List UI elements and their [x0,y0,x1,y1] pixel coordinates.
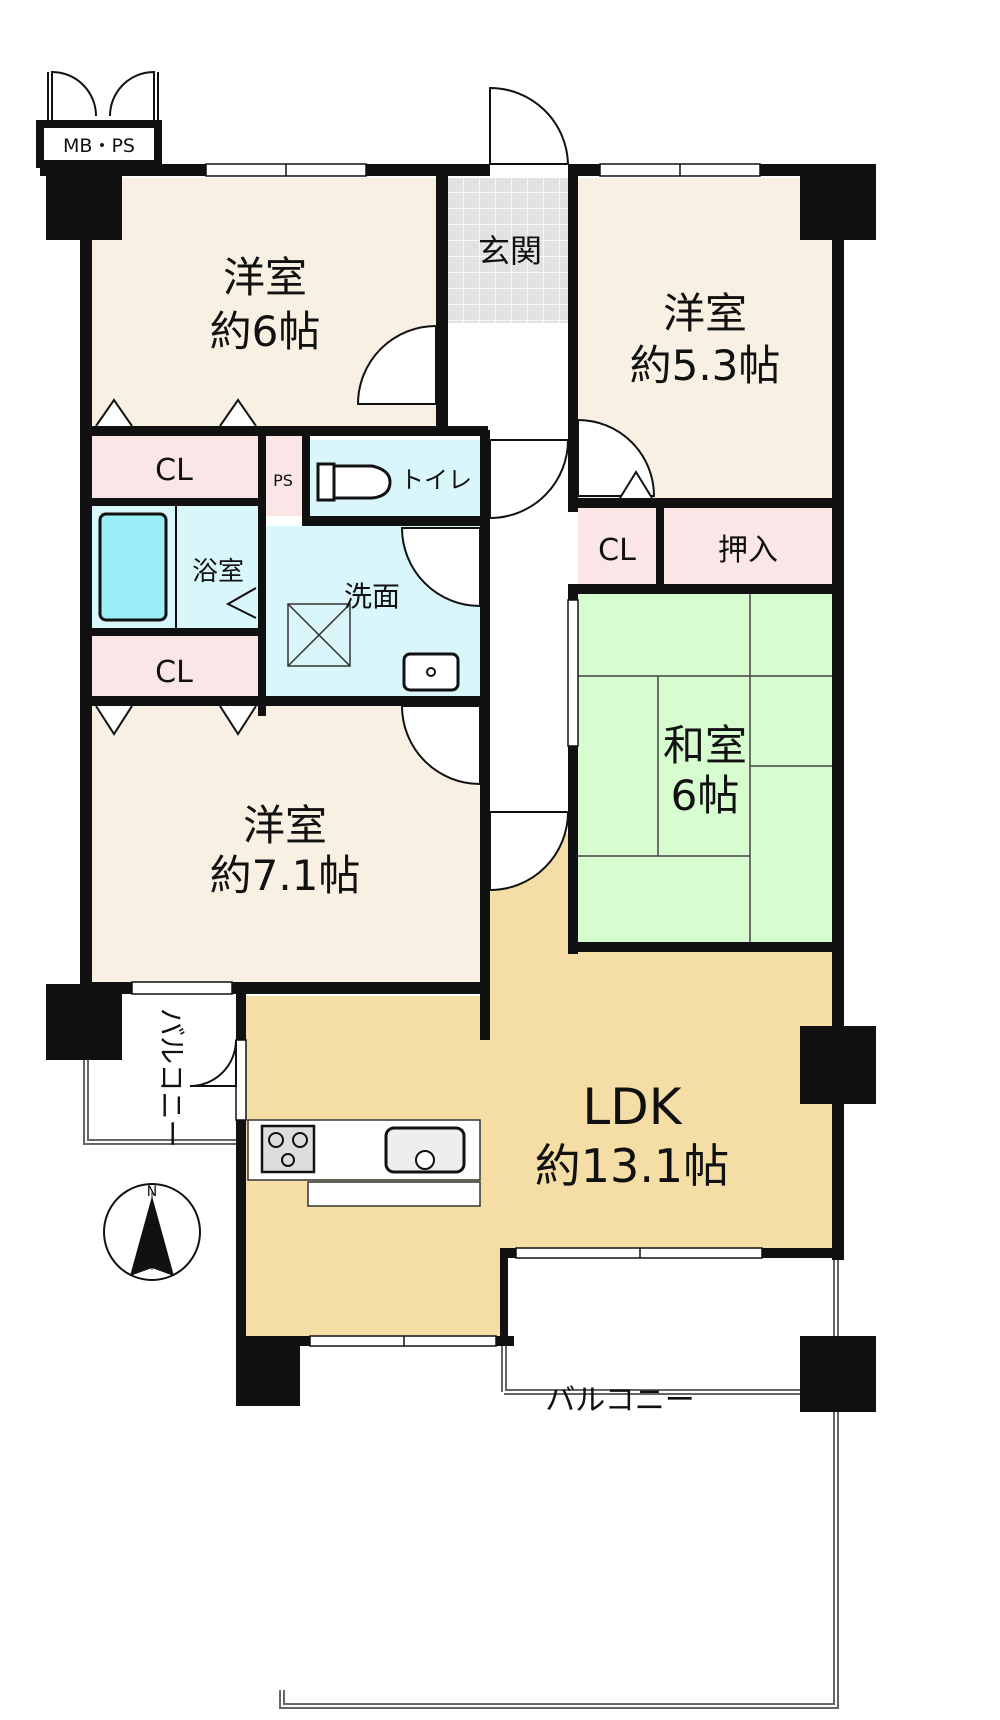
room-western-1-name: 洋室 [223,253,307,302]
bath-label: 浴室 [192,557,244,587]
toilet-icon [316,462,392,502]
closet-1-fill [92,432,260,498]
balcony-main-label: バルコニー [545,1383,694,1418]
toilet-label: トイレ [400,466,472,494]
ps-label: PS [273,471,293,490]
laundry-pan [287,603,351,667]
bath-door-mark [225,587,257,619]
stove-icon [260,1124,316,1174]
windows [131,163,763,1347]
closet-2-fill [92,636,258,696]
closet-2-label: CL [155,655,193,690]
oshiire-label: 押入 [718,533,778,568]
entrance-label: 玄関 [478,232,542,270]
entrance-fill [447,178,572,323]
oshiire-fill [664,508,832,584]
ldk-fill [246,830,832,1336]
ldk-size: 約13.1帖 [535,1139,729,1193]
north-arrow-icon: N [103,1183,201,1281]
compass-label: N [147,1184,157,1200]
room-western-2-size: 約5.3帖 [630,341,781,390]
closet-1-label: CL [155,453,193,488]
door-swings [189,86,656,1087]
sink-icon [384,1126,466,1174]
washroom-label: 洗面 [344,580,400,613]
ldk-name: LDK [582,1078,682,1136]
room-western-1-size: 約6帖 [210,307,321,356]
room-western-3-name: 洋室 [243,801,327,850]
wash-basin [402,652,460,692]
room-western-3-size: 約7.1帖 [210,851,361,900]
japanese-room-fill [578,594,832,942]
mb-ps-label: MB・PS [63,135,135,157]
bathtub [98,512,168,622]
counter-extension [307,1181,481,1207]
closet-3-label: CL [598,533,636,568]
room-western-2-name: 洋室 [663,289,747,338]
mb-ps-box [36,70,162,168]
walls [40,164,876,1412]
tatami-lines [578,594,832,942]
ps-fill [264,436,302,516]
japanese-room-name: 和室 [663,721,747,770]
japanese-room-size: 6帖 [671,771,740,820]
balcony-small-label: バルコニー [155,1008,188,1147]
closet-3-fill [578,508,656,584]
closet-door-marks [95,398,653,736]
